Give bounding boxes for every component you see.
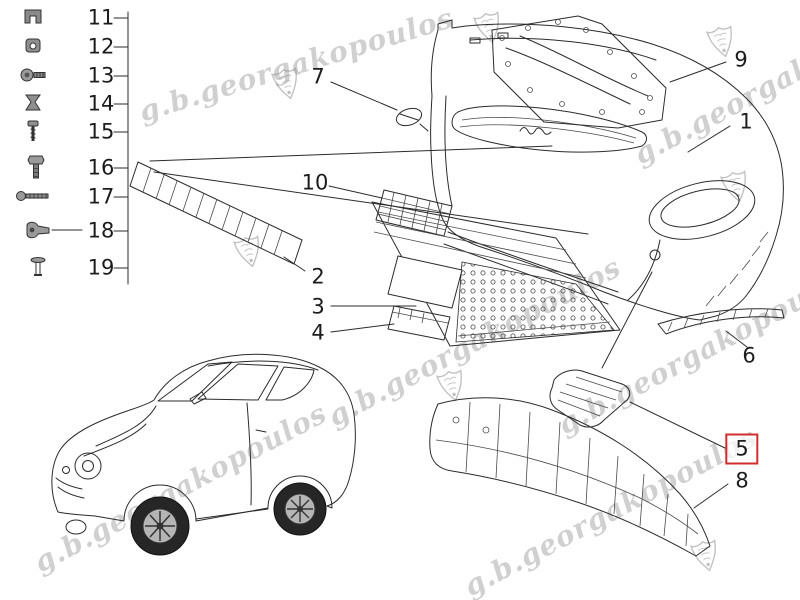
- callout-4[interactable]: 4: [311, 320, 325, 345]
- callout-6[interactable]: 6: [742, 343, 756, 368]
- callout-2[interactable]: 2: [311, 264, 325, 289]
- rivet-clip-icon: [30, 257, 46, 276]
- part-number-16[interactable]: 16: [87, 155, 115, 180]
- part-number-11[interactable]: 11: [87, 5, 115, 30]
- part-number-12[interactable]: 12: [87, 34, 115, 59]
- tow-hook-cover-drawing: [395, 107, 429, 132]
- long-screw-icon: [16, 191, 49, 201]
- part-number-15[interactable]: 15: [87, 119, 115, 144]
- clip-fastener-icon: [24, 9, 42, 24]
- parts-list-bracket: [51, 11, 129, 285]
- fastener-icons: [16, 9, 50, 276]
- engine-cover-panel-drawing: [491, 15, 667, 129]
- part-number-17[interactable]: 17: [87, 184, 115, 209]
- callout-9[interactable]: 9: [734, 47, 748, 72]
- callout-5-highlighted[interactable]: 5: [725, 433, 759, 465]
- center-grille-drawing: [371, 201, 621, 347]
- clamp-nut-icon: [26, 221, 50, 239]
- bracket-plate-drawing: [387, 305, 451, 341]
- callout-10[interactable]: 10: [301, 170, 329, 195]
- leader-lines: [149, 61, 748, 509]
- lower-shield-drawing: [429, 397, 711, 557]
- grommet-fastener-icon: [25, 38, 41, 53]
- part-number-18[interactable]: 18: [87, 218, 115, 243]
- part-number-13[interactable]: 13: [87, 63, 115, 88]
- spring-clip-icon: [25, 94, 41, 111]
- lower-trim-strip-drawing: [657, 308, 785, 335]
- callout-7[interactable]: 7: [311, 64, 325, 89]
- car-illustration: [51, 353, 356, 556]
- callout-3[interactable]: 3: [311, 294, 325, 319]
- screw-with-washer-icon: [20, 68, 46, 82]
- part-number-14[interactable]: 14: [87, 91, 115, 116]
- screw-icon: [27, 120, 39, 141]
- callout-1[interactable]: 1: [739, 109, 753, 134]
- corner-grille-drawing: [549, 369, 631, 428]
- part-number-19[interactable]: 19: [87, 255, 115, 280]
- callout-8[interactable]: 8: [735, 468, 749, 493]
- bolt-icon: [27, 155, 45, 179]
